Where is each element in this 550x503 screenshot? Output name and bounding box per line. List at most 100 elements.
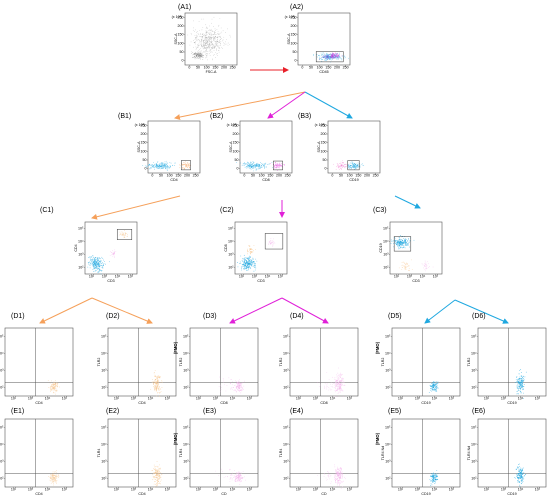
event-dot [432, 386, 434, 388]
arrow-c2-d3 [229, 297, 283, 324]
x-tick-label: 10³ [407, 275, 413, 279]
event-dot [53, 481, 55, 483]
event-dot [329, 56, 331, 58]
event-dot [327, 54, 329, 56]
event-dot [345, 166, 347, 167]
event-dot [216, 43, 217, 45]
event-dot [406, 267, 408, 269]
event-dot [239, 386, 241, 388]
x-tick-label: 50 [251, 174, 255, 178]
event-dot [245, 260, 247, 261]
event-dot [517, 393, 519, 395]
event-dot [338, 168, 340, 170]
event-dot [204, 43, 206, 45]
y-tick-label: 150 [178, 33, 184, 37]
event-dot [269, 241, 271, 243]
event-dot [516, 388, 518, 390]
event-dot [401, 266, 403, 268]
event-dot [154, 374, 156, 376]
event-dot [196, 38, 198, 40]
x-tick-label: 10³ [313, 397, 319, 401]
event-dot [402, 241, 404, 243]
event-dot [252, 167, 253, 169]
event-dot [329, 478, 330, 480]
event-dot [50, 477, 52, 479]
event-dot [338, 166, 340, 167]
event-dot [256, 165, 258, 167]
event-dot [183, 162, 185, 164]
event-dot [153, 472, 154, 474]
y-axis-label: CD4 [74, 244, 78, 251]
event-dot [157, 161, 159, 163]
event-dot [397, 246, 399, 248]
event-dot [238, 473, 240, 475]
event-dot [209, 34, 211, 35]
event-dot [253, 266, 255, 268]
x-axis-label: CD8 [320, 401, 327, 405]
event-dot [154, 380, 156, 382]
event-dot [215, 40, 217, 42]
event-dot [518, 463, 520, 465]
event-dot [403, 238, 404, 240]
event-dot [230, 379, 232, 380]
event-dot [163, 166, 165, 168]
event-dot [520, 372, 522, 373]
event-dot [334, 390, 336, 392]
panel-d5: (D5)CD19TLR2(FMO)10²10²10³10³10⁴10⁴10⁵10… [375, 313, 461, 405]
event-dot [354, 166, 355, 168]
event-dot [195, 43, 196, 45]
event-dot [230, 387, 232, 389]
event-dot [272, 241, 273, 243]
event-dot [519, 469, 521, 471]
event-dot [272, 244, 274, 246]
event-dot [337, 383, 339, 385]
event-dot [237, 478, 239, 480]
event-dot [151, 470, 153, 472]
x-axis-label: CD4 [138, 401, 145, 405]
plot-frame [391, 327, 461, 397]
event-dot [213, 34, 214, 36]
event-dot [240, 383, 242, 384]
event-dot [247, 262, 248, 264]
event-dot [517, 381, 519, 383]
event-dot [517, 480, 519, 482]
event-dot [153, 164, 155, 166]
event-dot [241, 386, 243, 388]
event-dot [156, 484, 157, 486]
event-dot [214, 37, 215, 39]
event-dot [405, 238, 406, 240]
event-dot [422, 264, 424, 266]
event-dot [337, 55, 338, 57]
y-tick-label: 10⁵ [385, 426, 391, 430]
event-dot [336, 58, 338, 60]
event-dot [393, 246, 394, 248]
event-dot [235, 380, 237, 382]
gate [347, 160, 360, 171]
event-dot [199, 52, 201, 54]
event-dot [405, 241, 407, 243]
event-dot [518, 477, 520, 479]
event-dot [249, 260, 251, 262]
event-dot [435, 387, 437, 389]
event-dot [247, 165, 249, 167]
event-dot [341, 389, 343, 391]
event-dot [220, 44, 221, 46]
y-tick-label: 10⁵ [101, 335, 107, 339]
event-dot [164, 166, 166, 167]
y-tick-label: 0 [145, 167, 147, 171]
event-dot [194, 53, 196, 54]
event-dot [96, 264, 98, 266]
event-dot [157, 378, 158, 380]
event-dot [201, 40, 203, 42]
event-dot [239, 261, 241, 263]
event-dot [431, 479, 433, 481]
event-dot [50, 386, 51, 388]
event-dot [340, 477, 342, 479]
event-dot [326, 53, 328, 55]
event-dot [516, 381, 518, 383]
event-dot [237, 384, 239, 386]
event-dot [158, 380, 160, 382]
event-dot [398, 239, 399, 241]
event-dot [270, 239, 271, 241]
event-dot [103, 263, 105, 264]
